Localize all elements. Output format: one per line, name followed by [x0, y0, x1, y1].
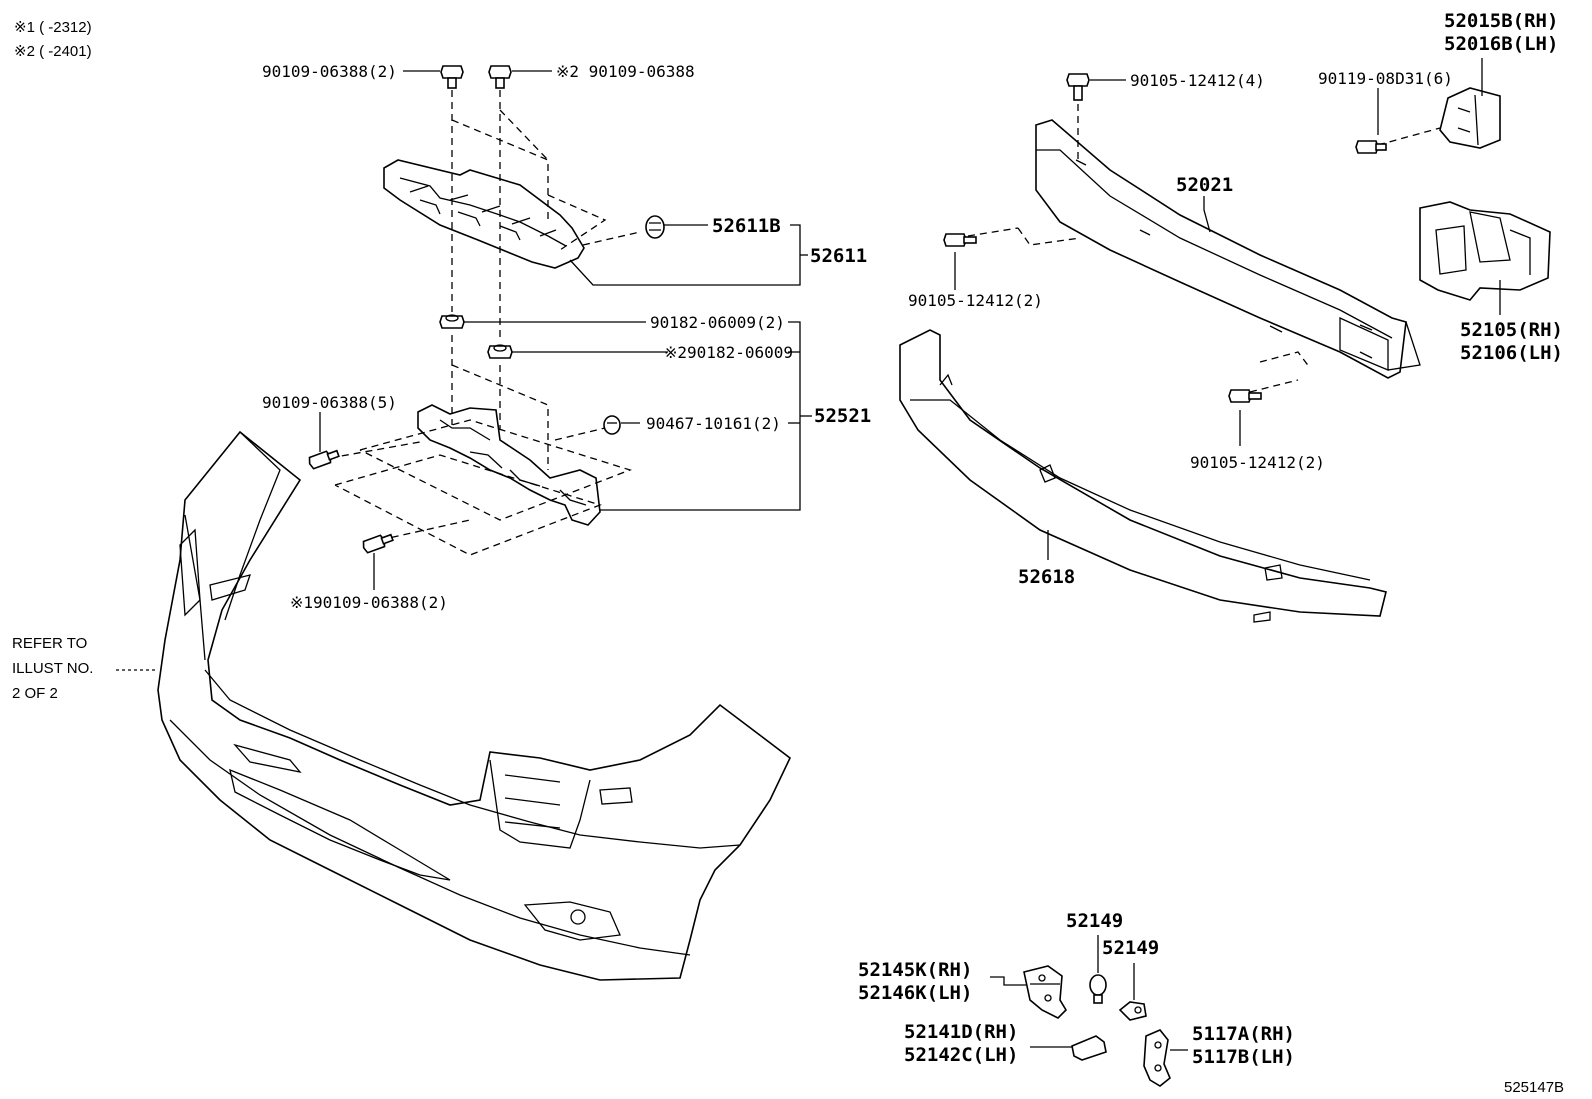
label-90182-a: 90182-06009(2)	[650, 313, 785, 332]
label-90182-b: ※290182-06009	[664, 343, 793, 362]
bolt-icon	[943, 233, 977, 247]
label-52106: 52106(LH)	[1460, 342, 1563, 364]
label-5117a: 5117A(RH)	[1192, 1023, 1295, 1045]
bracket-icon	[1071, 1035, 1107, 1061]
label-52521: 52521	[814, 405, 871, 427]
label-bolt-mid-left: 90109-06388(5)	[262, 393, 397, 412]
leader-lines-bottom	[990, 935, 1188, 1051]
label-52141d: 52141D(RH)	[904, 1021, 1018, 1043]
assembly-guide-lines-reinforcement	[967, 104, 1441, 393]
label-52146k: 52146K(LH)	[858, 982, 972, 1004]
label-52016b: 52016B(LH)	[1444, 33, 1558, 55]
bolt-icon	[1228, 389, 1262, 403]
nut-icon	[487, 344, 513, 359]
label-refer-to-1: REFER TO	[12, 635, 87, 652]
nut-icon	[439, 314, 465, 329]
label-90119: 90119-08D31(6)	[1318, 69, 1453, 88]
bumper-absorber-52618	[899, 329, 1387, 623]
clip-icon	[645, 215, 665, 239]
label-bolt-top-right: ※2 90109-06388	[556, 62, 695, 81]
label-52149-b: 52149	[1102, 937, 1159, 959]
label-bolt-lower: ※190109-06388(2)	[290, 593, 448, 612]
label-52611: 52611	[810, 245, 867, 267]
label-refer-to-2: ILLUST NO.	[12, 660, 93, 677]
bolt-icon	[488, 65, 512, 89]
label-refer-to-3: 2 OF 2	[12, 685, 58, 702]
bolt-icon	[1066, 73, 1090, 101]
bumper-cover	[157, 430, 792, 981]
label-52149-a: 52149	[1066, 910, 1123, 932]
note-1: ※1 ( -2312)	[14, 19, 92, 36]
bracket-icon	[1143, 1029, 1171, 1087]
bolt-icon	[308, 449, 340, 470]
bolt-icon	[362, 533, 394, 554]
leader-lines-shield	[319, 70, 812, 590]
upper-shield-52611	[383, 159, 585, 269]
bumper-reinforcement-52021	[1035, 119, 1421, 379]
label-52142c: 52142C(LH)	[904, 1044, 1018, 1066]
assembly-guide-lines	[329, 90, 641, 556]
label-bolt-reinf-top: 90105-12412(4)	[1130, 71, 1265, 90]
bolt-icon	[1355, 140, 1387, 154]
label-90467: 90467-10161(2)	[646, 414, 781, 433]
label-52145k: 52145K(RH)	[858, 959, 972, 981]
label-bolt-top-left: 90109-06388(2)	[262, 62, 397, 81]
label-52611b: 52611B	[712, 215, 781, 237]
clip-icon	[1089, 974, 1107, 1004]
bolt-icon	[440, 65, 464, 89]
label-52015b: 52015B(RH)	[1444, 10, 1558, 32]
label-bolt-reinf-right: 90105-12412(2)	[1190, 453, 1325, 472]
label-52021: 52021	[1176, 174, 1233, 196]
label-5117b: 5117B(LH)	[1192, 1046, 1295, 1068]
reinforcement-bracket-52015b	[1439, 87, 1501, 149]
label-52105: 52105(RH)	[1460, 319, 1563, 341]
lower-shield-52521	[417, 404, 601, 526]
label-52618: 52618	[1018, 566, 1075, 588]
label-bolt-reinf-left: 90105-12412(2)	[908, 291, 1043, 310]
labels: 90109-06388(2) ※2 90109-06388 52611B 526…	[12, 10, 1564, 1096]
clip-icon	[603, 415, 621, 435]
bracket-icon	[1023, 965, 1068, 1019]
clip-icon	[1118, 1001, 1147, 1021]
leader-lines-reinforcement	[954, 58, 1501, 560]
note-2: ※2 ( -2401)	[14, 43, 92, 60]
illustration-code: 525147B	[1504, 1079, 1564, 1096]
bumper-extension-52105	[1419, 201, 1551, 301]
